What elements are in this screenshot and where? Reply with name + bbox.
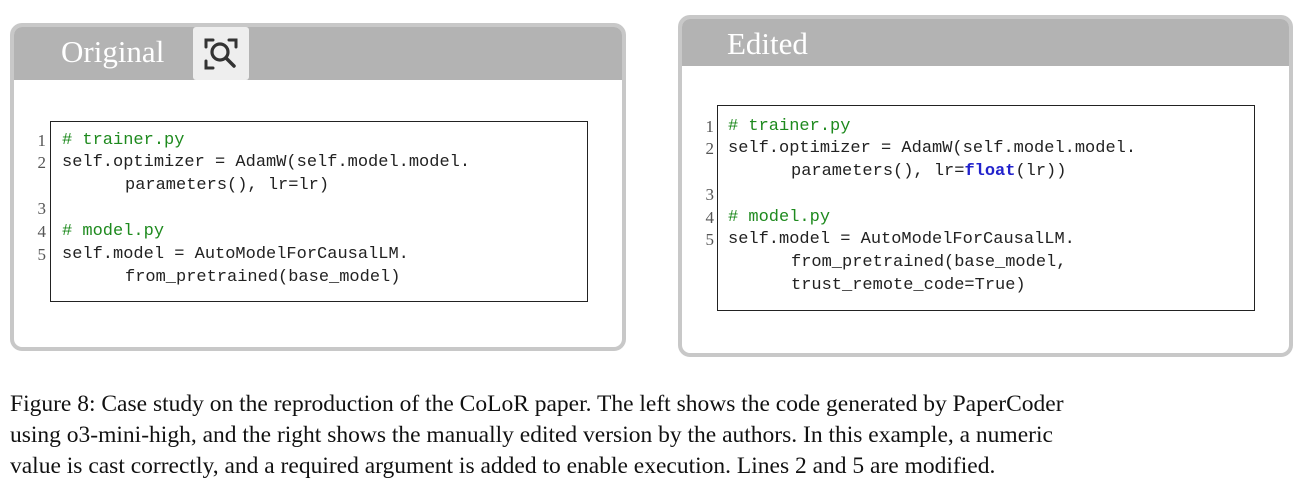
line-number: 5 — [37, 245, 47, 264]
caption-line: using o3-mini-high, and the right shows … — [10, 422, 1053, 448]
code-line: self.optimizer = AdamW(self.model.model. — [728, 139, 1137, 158]
original-code: # trainer.py self.optimizer = AdamW(self… — [62, 131, 470, 287]
code-segment: (lr)) — [1015, 162, 1067, 181]
edited-panel: Edited 1 2 3 4 5 # trainer.py self.optim… — [678, 15, 1293, 357]
code-line: parameters(), lr=lr) — [125, 176, 330, 195]
code-comment: # model.py — [62, 222, 165, 241]
line-number: 1 — [37, 131, 47, 150]
edited-panel-header: Edited — [682, 19, 1289, 66]
code-line: from_pretrained(base_model) — [125, 268, 401, 287]
code-line: self.model = AutoModelForCausalLM. — [728, 230, 1075, 249]
original-code-box — [50, 121, 588, 302]
code-line: self.model = AutoModelForCausalLM. — [62, 245, 409, 264]
figure-caption: Figure 8: Case study on the reproduction… — [10, 389, 1300, 482]
edited-code: # trainer.py self.optimizer = AdamW(self… — [728, 117, 1136, 295]
original-panel: Original 1 2 3 4 5 # trainer.py self.opt… — [10, 23, 626, 351]
original-panel-header: Original — [14, 27, 622, 80]
original-panel-title: Original — [61, 34, 165, 69]
line-number: 1 — [705, 117, 715, 136]
code-comment: # trainer.py — [728, 117, 851, 136]
line-number: 5 — [705, 230, 715, 249]
caption-line: value is cast correctly, and a required … — [10, 453, 996, 479]
code-line: self.optimizer = AdamW(self.model.model. — [62, 153, 471, 172]
line-number: 3 — [37, 199, 47, 218]
zoom-button[interactable] — [193, 27, 249, 80]
code-comment: # model.py — [728, 208, 831, 227]
code-line: trust_remote_code=True) — [791, 276, 1026, 295]
magnifier-icon — [204, 38, 238, 70]
line-number: 3 — [705, 185, 715, 204]
line-number: 2 — [37, 153, 47, 172]
code-line: from_pretrained(base_model, — [791, 253, 1067, 272]
line-number: 2 — [705, 139, 715, 158]
line-number: 4 — [37, 222, 47, 241]
edited-code-box — [717, 105, 1255, 311]
edited-panel-title: Edited — [727, 26, 808, 61]
code-keyword: float — [964, 162, 1016, 181]
caption-line: Figure 8: Case study on the reproduction… — [10, 391, 1064, 417]
code-segment: parameters(), lr= — [791, 162, 965, 181]
line-number: 4 — [705, 208, 715, 227]
code-line: parameters(), lr=float(lr)) — [791, 162, 1066, 181]
code-comment: # trainer.py — [62, 131, 185, 150]
